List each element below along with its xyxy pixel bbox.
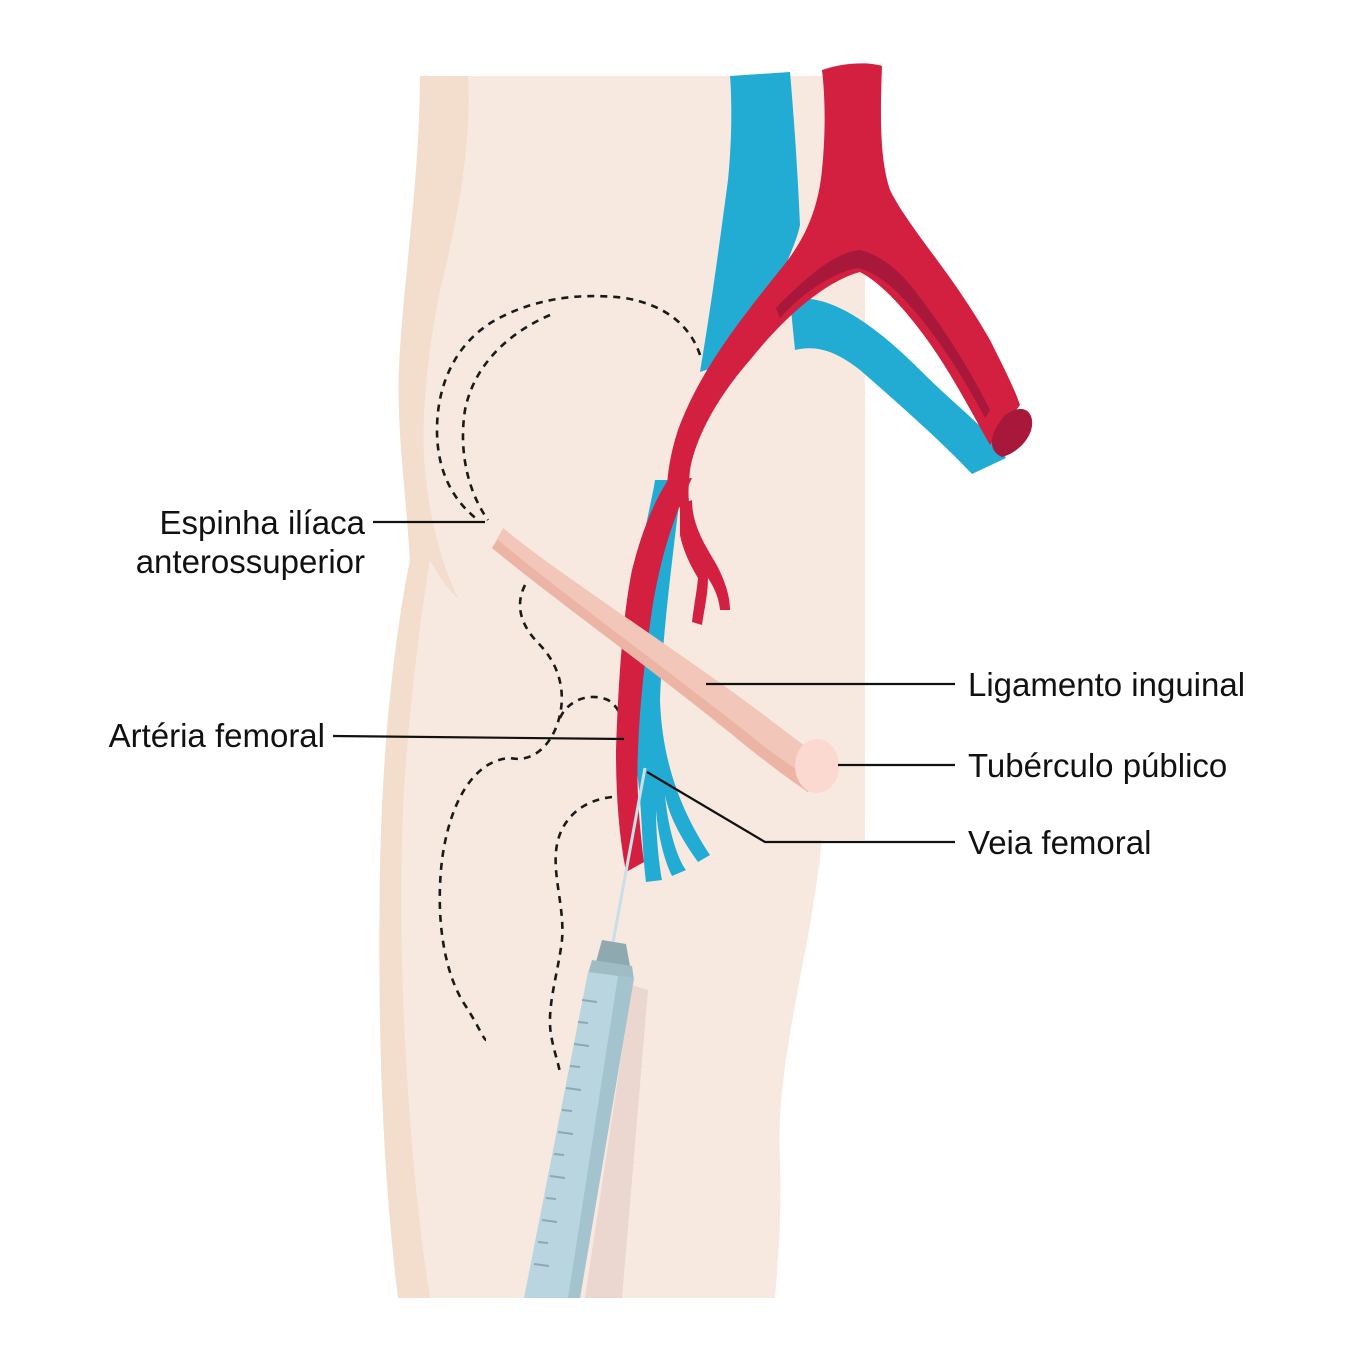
syringe-hub xyxy=(596,940,630,966)
artery-upper-trunk xyxy=(666,63,1020,510)
label-pubic-tubercle: Tubérculo público xyxy=(968,747,1227,784)
syringe-needle xyxy=(610,767,647,949)
inguinal-ligament xyxy=(492,528,839,793)
bone-outlines xyxy=(435,294,702,1076)
vein-upper-trunk xyxy=(700,72,800,372)
labels: Espinha ilíaca anterossuperior Ligamento… xyxy=(109,504,1245,861)
syringe-shadow xyxy=(585,985,648,1298)
label-femoral-artery: Artéria femoral xyxy=(109,717,325,754)
label-iliac-spine-line1: Espinha ilíaca xyxy=(160,504,366,541)
femur-shaft-outline xyxy=(548,795,613,1076)
pubic-tubercle-end xyxy=(795,739,839,793)
syringe xyxy=(524,767,648,1298)
leader-lines xyxy=(332,520,955,844)
iliac-crest-inner xyxy=(461,313,551,521)
leader-vein xyxy=(646,771,955,844)
arteries xyxy=(616,63,1033,872)
ligament-lower-shade xyxy=(492,540,812,792)
pelvis-lower-outline xyxy=(438,584,563,1042)
syringe-barrel-edge xyxy=(568,976,634,1298)
ligament-band xyxy=(492,528,822,792)
label-inguinal-ligament: Ligamento inguinal xyxy=(968,666,1245,703)
artery-cut-end xyxy=(991,408,1033,457)
leg-shadow xyxy=(379,76,469,1298)
artery-side-branch xyxy=(680,500,730,625)
iliac-crest-outer xyxy=(435,294,702,522)
syringe-graduations xyxy=(533,999,598,1267)
artery-femoral xyxy=(616,478,692,872)
label-femoral-vein: Veia femoral xyxy=(968,824,1151,861)
vein-branch-right xyxy=(790,298,1006,474)
leader-artery xyxy=(332,734,625,741)
label-iliac-spine-line2: anterossuperior xyxy=(136,543,365,580)
